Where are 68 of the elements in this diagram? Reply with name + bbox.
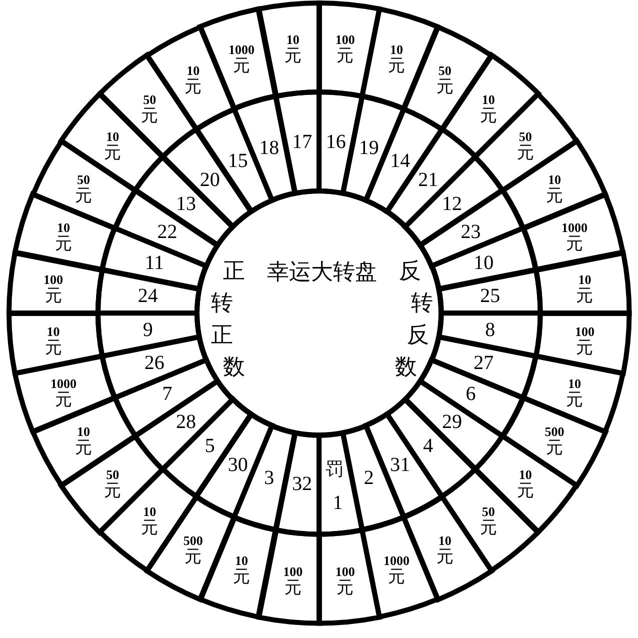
prize-label: 500元 — [183, 532, 203, 566]
prize-label: 10元 — [44, 323, 62, 356]
number-label: 25 — [480, 286, 500, 306]
prize-label: 100元 — [335, 562, 355, 596]
prize-label: 50元 — [436, 62, 454, 95]
prize-label: 10元 — [184, 62, 202, 95]
number-label: 4 — [423, 436, 434, 456]
number-label: 10 — [474, 253, 494, 274]
prize-label: 50元 — [516, 128, 534, 161]
wheel-title: 幸运大转盘 — [267, 261, 377, 283]
number-label: 26 — [144, 352, 164, 373]
rule-text: 正转正数 — [211, 257, 245, 381]
number-label: 13 — [176, 194, 196, 214]
number-label: 17 — [292, 132, 312, 152]
number-label: 2 — [364, 468, 374, 488]
prize-label: 10元 — [480, 90, 497, 124]
prize-label: 1000元 — [228, 41, 254, 74]
number-label: 14 — [390, 151, 410, 172]
prize-label: 10元 — [104, 128, 122, 161]
number-label: 5 — [204, 436, 215, 456]
number-label: 8 — [485, 320, 496, 340]
number-label: 15 — [228, 151, 248, 172]
prize-label: 10元 — [388, 41, 405, 74]
prize-label: 1000元 — [561, 219, 588, 252]
prize-label: 50元 — [75, 171, 92, 204]
number-label: 12 — [442, 194, 462, 214]
number-label: 22 — [157, 222, 178, 242]
prize-label: 1000元 — [50, 374, 76, 408]
number-label: 1 — [332, 493, 343, 514]
prize-label: 50元 — [104, 466, 122, 500]
prize-label: 10元 — [566, 374, 583, 408]
number-label: 29 — [442, 412, 462, 432]
number-label: 19 — [358, 138, 379, 158]
prize-label: 10元 — [232, 552, 250, 586]
number-label: 30 — [228, 454, 248, 475]
prize-label: 10元 — [436, 532, 454, 566]
prize-label: 10元 — [516, 466, 534, 500]
number-label: 28 — [176, 412, 196, 432]
number-label: 18 — [259, 138, 280, 158]
number-label: 27 — [474, 352, 494, 373]
number-label: 7 — [162, 384, 172, 404]
prize-label: 50元 — [141, 90, 158, 124]
number-label: 20 — [200, 170, 220, 190]
number-label: 16 — [326, 132, 346, 152]
prize-label: 100元 — [283, 562, 303, 596]
prize-label: 10元 — [54, 219, 72, 252]
rule-text: 反转反数 — [395, 257, 433, 381]
prize-label: 100元 — [44, 270, 64, 304]
prize-label: 10元 — [284, 31, 302, 64]
prize-label: 10元 — [141, 503, 158, 536]
penalty-label: 罚 — [325, 460, 344, 478]
prize-label: 100元 — [574, 323, 594, 356]
prize-label: 500元 — [544, 422, 564, 456]
prize-label: 100元 — [335, 31, 355, 64]
prize-label: 10元 — [75, 422, 92, 456]
number-label: 9 — [142, 320, 153, 340]
number-label: 6 — [466, 384, 476, 404]
prize-label: 10元 — [576, 270, 594, 304]
number-label: 21 — [418, 170, 438, 190]
number-label: 32 — [292, 474, 312, 494]
prize-label: 1000元 — [384, 552, 410, 586]
number-label: 24 — [138, 286, 158, 306]
number-label: 23 — [460, 222, 481, 242]
prize-label: 10元 — [546, 171, 563, 204]
prize-label: 50元 — [480, 503, 497, 536]
number-label: 3 — [264, 468, 274, 488]
number-label: 11 — [144, 253, 164, 274]
number-label: 31 — [390, 454, 410, 475]
